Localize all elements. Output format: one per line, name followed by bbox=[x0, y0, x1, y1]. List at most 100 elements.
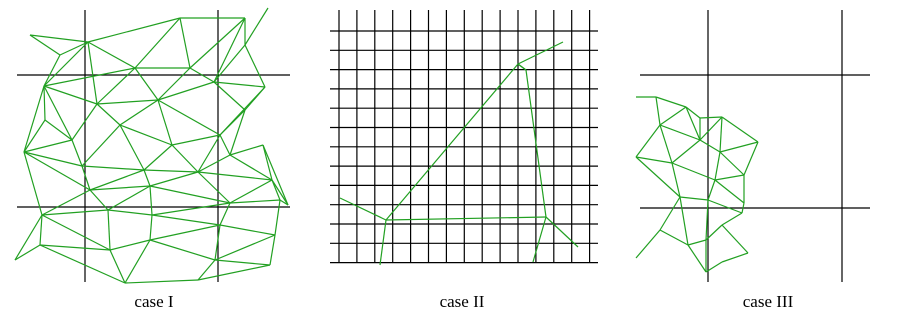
mesh-edge bbox=[39, 214, 43, 246]
mesh-edge bbox=[43, 41, 89, 87]
mesh-edge bbox=[89, 189, 109, 211]
mesh-edge bbox=[197, 154, 231, 173]
mesh-edge bbox=[213, 81, 266, 88]
mesh-edge bbox=[741, 202, 745, 214]
mesh-edge bbox=[119, 99, 159, 126]
mesh-edge bbox=[197, 171, 231, 204]
mesh-edge bbox=[743, 141, 759, 176]
mesh-edge bbox=[44, 119, 73, 141]
mesh-edge bbox=[109, 249, 126, 284]
panel-3-grid-lines bbox=[640, 10, 870, 282]
mesh-edge bbox=[659, 196, 681, 231]
mesh-edge bbox=[189, 67, 215, 83]
mesh-edge bbox=[699, 139, 721, 153]
mesh-edge bbox=[659, 106, 687, 126]
mesh-edge bbox=[719, 151, 745, 176]
mesh-edge bbox=[89, 169, 145, 191]
mesh-edge bbox=[274, 199, 281, 236]
mesh-edge bbox=[157, 99, 221, 136]
mesh-edge bbox=[229, 144, 264, 156]
mesh-edge bbox=[143, 169, 199, 173]
mesh-edge bbox=[23, 85, 45, 153]
mesh-edge bbox=[699, 116, 723, 119]
mesh-edge bbox=[107, 209, 153, 216]
mesh-edge bbox=[189, 17, 246, 69]
mesh-edge bbox=[71, 103, 98, 141]
mesh-edge bbox=[699, 116, 723, 141]
mesh-edge bbox=[149, 185, 153, 216]
mesh-edge bbox=[23, 139, 73, 153]
mesh-edge bbox=[532, 216, 547, 263]
mesh-edge bbox=[635, 124, 661, 158]
mesh-edge bbox=[71, 139, 83, 167]
mesh-edge bbox=[29, 34, 61, 56]
mesh-edge bbox=[244, 44, 266, 88]
mesh-edge bbox=[134, 17, 181, 69]
mesh-edge bbox=[707, 179, 716, 201]
mesh-edge bbox=[229, 109, 246, 156]
mesh-edge bbox=[279, 199, 289, 206]
mesh-edge bbox=[87, 41, 98, 105]
mesh-edge bbox=[124, 239, 151, 284]
mesh-edge bbox=[685, 106, 701, 141]
mesh-edge bbox=[81, 165, 91, 191]
mesh-edge bbox=[714, 151, 721, 181]
mesh-edge bbox=[149, 171, 199, 187]
mesh-edge bbox=[197, 134, 221, 173]
mesh-edge bbox=[157, 99, 173, 146]
mesh-edge bbox=[59, 41, 89, 56]
mesh-edge bbox=[721, 224, 749, 254]
mesh-edge bbox=[81, 165, 145, 171]
mesh-edge bbox=[89, 185, 151, 191]
mesh-edge bbox=[229, 199, 281, 204]
mesh-edge bbox=[107, 185, 151, 211]
mesh-edge bbox=[149, 239, 216, 261]
mesh-edge bbox=[157, 81, 215, 101]
mesh-edge bbox=[179, 17, 191, 69]
panel-1-mesh-edges bbox=[14, 7, 289, 284]
mesh-edge bbox=[219, 224, 276, 236]
mesh-edge bbox=[635, 156, 673, 164]
mesh-edge bbox=[23, 119, 46, 153]
mesh-edge bbox=[219, 202, 231, 226]
mesh-edge bbox=[151, 214, 221, 226]
mesh-edge bbox=[41, 214, 111, 251]
caption-case-2: case II bbox=[439, 292, 485, 311]
mesh-edge bbox=[87, 41, 136, 69]
mesh-edge bbox=[269, 234, 276, 266]
mesh-edge bbox=[714, 179, 745, 204]
mesh-edge bbox=[655, 96, 661, 126]
mesh-edge bbox=[149, 185, 231, 204]
panel-2-grid-lines bbox=[330, 10, 598, 264]
mesh-edge bbox=[151, 202, 231, 216]
mesh-edge bbox=[659, 124, 673, 164]
mesh-edge bbox=[229, 179, 273, 204]
mesh-edge bbox=[43, 54, 61, 87]
mesh-edge bbox=[705, 199, 709, 241]
mesh-edge bbox=[197, 259, 216, 281]
mesh-edge bbox=[721, 212, 743, 226]
mesh-edge bbox=[679, 196, 689, 246]
mesh-edge bbox=[213, 81, 246, 111]
mesh-edge bbox=[213, 44, 246, 83]
mesh-edge bbox=[14, 244, 41, 261]
mesh-edge bbox=[143, 169, 151, 187]
mesh-edge bbox=[119, 124, 173, 146]
mesh-edge bbox=[271, 179, 281, 201]
mesh-edge bbox=[96, 103, 121, 126]
mesh-edge bbox=[271, 179, 289, 206]
mesh-edge bbox=[39, 244, 126, 284]
mesh-edge bbox=[43, 85, 46, 121]
mesh-edge bbox=[517, 41, 564, 65]
mesh-edge bbox=[157, 67, 191, 101]
mesh-edge bbox=[214, 224, 221, 261]
mesh-edge bbox=[219, 134, 231, 156]
mesh-edge bbox=[385, 216, 547, 221]
mesh-edge bbox=[23, 151, 91, 191]
mesh-edge bbox=[244, 7, 269, 46]
caption-case-1: case I bbox=[134, 292, 174, 311]
mesh-edge bbox=[171, 144, 199, 173]
mesh-edge bbox=[214, 259, 271, 266]
mesh-edge bbox=[149, 224, 221, 241]
mesh-edge bbox=[659, 124, 701, 141]
